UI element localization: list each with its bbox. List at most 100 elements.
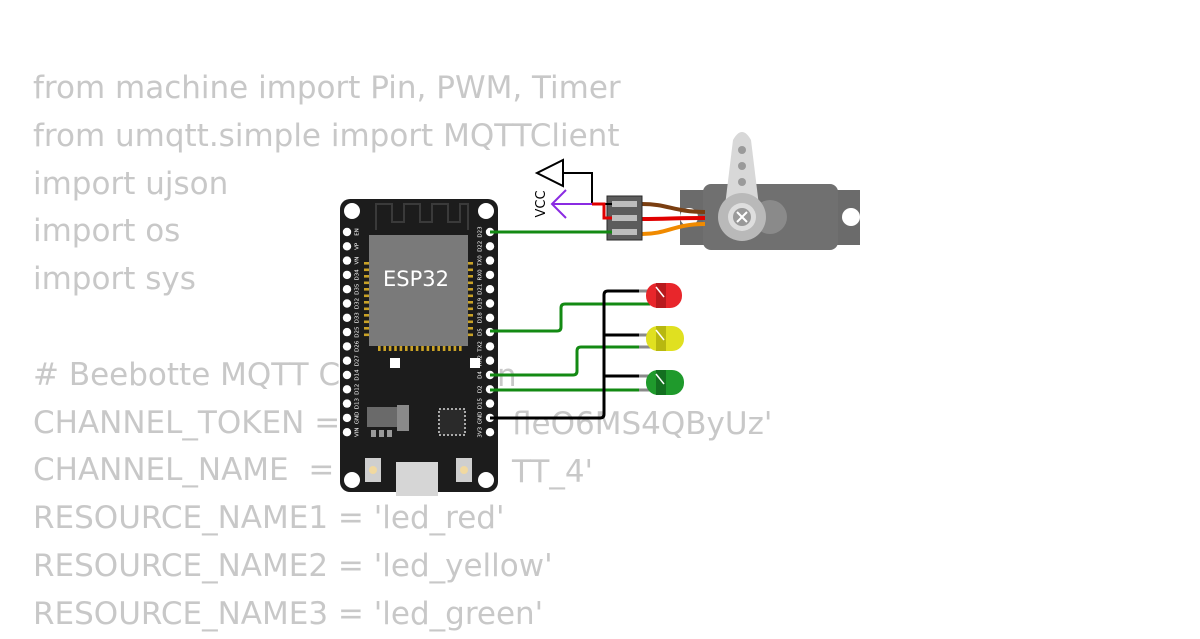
led-yellow[interactable]	[639, 326, 684, 351]
chip-pad	[468, 294, 473, 298]
chip-pad	[432, 346, 435, 351]
pin-hole[interactable]	[485, 299, 495, 308]
pin-label: D27	[355, 355, 361, 367]
pin-hole[interactable]	[485, 428, 495, 437]
left-pin-labels: ENVPVND34D35D32D33D25D26D27D14D12D13GNDV…	[355, 228, 361, 437]
chip-pad	[468, 320, 473, 324]
chip-pad	[364, 268, 369, 272]
vcc-symbol: VCC	[534, 189, 592, 219]
pin-label: D19	[478, 297, 484, 309]
pin-label: D25	[355, 326, 361, 338]
pin-label: RX2	[478, 355, 484, 366]
pin-label: 3V3	[478, 426, 484, 437]
chip-pad	[468, 268, 473, 272]
wire-vcc	[592, 202, 612, 220]
pin-label: D12	[355, 384, 361, 395]
pin-hole[interactable]	[342, 227, 352, 237]
code-line: from umqtt.simple import MQTTClient	[33, 117, 620, 154]
chip-pad	[405, 346, 408, 351]
pin-label: D2	[478, 385, 484, 393]
pin-hole[interactable]	[342, 342, 352, 351]
usb-port[interactable]	[396, 462, 438, 496]
pin-hole[interactable]	[485, 356, 495, 365]
code-line: import os	[33, 213, 181, 250]
pin-label: D13	[355, 397, 361, 409]
chip-pad	[364, 307, 369, 311]
chip-pad	[468, 281, 473, 285]
pin-hole[interactable]	[485, 256, 495, 265]
pin-hole[interactable]	[342, 399, 352, 408]
ground-wires	[490, 289, 652, 420]
pin-hole[interactable]	[342, 327, 352, 337]
right-pin-labels: D23D22TX0RX0D21D19D18D5TX2RX2D4D2D15GND3…	[478, 226, 484, 438]
chip-pad	[364, 281, 369, 285]
led-indicator	[470, 358, 480, 368]
pin-label: VP	[355, 242, 361, 250]
led-indicator	[390, 358, 400, 368]
chip-pad	[468, 288, 473, 291]
chip-pad	[364, 327, 369, 330]
chip-pad	[364, 320, 369, 324]
voltage-regulator	[367, 405, 409, 437]
code-line: RESOURCE_NAME1 = 'led_red'	[33, 500, 505, 537]
code-line: RESOURCE_NAME3 = 'led_green'	[33, 595, 544, 632]
pin-hole[interactable]	[485, 313, 495, 322]
chip-pad	[364, 333, 369, 337]
pin-label: D34	[355, 269, 361, 281]
pin-hole[interactable]	[342, 299, 352, 308]
chip-pad	[394, 346, 397, 351]
pin-label: VN	[355, 257, 361, 265]
servo-cable	[641, 202, 706, 236]
pin-label: D32	[355, 298, 361, 309]
chip-pad	[448, 346, 451, 351]
code-tail-name: TT_4'	[512, 454, 594, 490]
chip-pad	[468, 275, 473, 278]
pin-hole[interactable]	[342, 285, 352, 294]
servo-connector	[606, 195, 643, 241]
led-red[interactable]	[639, 283, 682, 308]
chip-pad	[364, 275, 369, 278]
chip-pad	[468, 307, 473, 311]
pin-hole[interactable]	[485, 270, 495, 280]
code-line: import ujson	[33, 165, 229, 202]
pin-hole[interactable]	[485, 285, 495, 294]
pin-hole[interactable]	[485, 242, 495, 251]
pin-hole[interactable]	[342, 413, 352, 423]
pin-hole[interactable]	[342, 313, 352, 322]
left-pin-header	[342, 227, 352, 437]
pin-hole[interactable]	[485, 342, 495, 351]
boot-button[interactable]	[365, 458, 381, 482]
chip-pad	[468, 327, 473, 330]
pin-label: D26	[355, 340, 361, 352]
pin-label: TX2	[478, 341, 484, 353]
pin-label: D35	[355, 283, 361, 295]
chip-pad	[437, 346, 440, 351]
pin-hole[interactable]	[342, 242, 352, 251]
code-line: import sys	[33, 261, 196, 298]
chip-pad	[415, 346, 419, 351]
pin-hole[interactable]	[342, 270, 352, 280]
chip-pad	[453, 346, 457, 351]
pin-hole[interactable]	[342, 428, 352, 437]
pin-label: D4	[478, 371, 484, 379]
pin-hole[interactable]	[485, 399, 495, 408]
code-listing: from machine import Pin, PWM, Timer from…	[33, 65, 621, 639]
chip-pad	[468, 262, 473, 265]
pin-label: D23	[478, 226, 484, 238]
chip-pad	[426, 346, 430, 351]
chip-pad	[410, 346, 413, 351]
servo-motor[interactable]	[680, 132, 860, 250]
pin-hole[interactable]	[342, 385, 352, 394]
code-line: from machine import Pin, PWM, Timer	[33, 70, 621, 106]
pin-hole[interactable]	[342, 370, 352, 380]
chip-pad	[468, 333, 473, 337]
reset-button[interactable]	[456, 458, 472, 482]
pin-hole[interactable]	[342, 356, 352, 365]
pin-hole[interactable]	[342, 256, 352, 265]
chip-pad	[383, 346, 386, 351]
chip-pad	[399, 346, 403, 351]
led-green[interactable]	[639, 370, 684, 395]
esp32-board[interactable]: ESP32 ENVPVND34D35D32D33D25D26D27D14D12D…	[340, 199, 498, 496]
pin-label: D14	[355, 369, 361, 381]
